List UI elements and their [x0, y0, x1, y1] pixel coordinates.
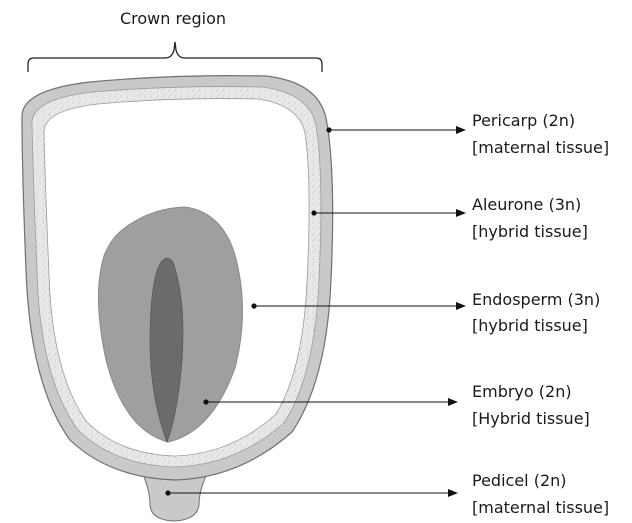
aleurone-label-line1: Aleurone (3n): [472, 195, 581, 214]
crown-region-label: Crown region: [120, 9, 226, 28]
crown-bracket: [28, 42, 322, 72]
leader-pedicel: [165, 489, 458, 497]
pericarp-label-line1: Pericarp (2n): [472, 111, 575, 130]
embryo-label-line1: Embryo (2n): [472, 382, 572, 401]
endosperm-label-line2: [hybrid tissue]: [472, 316, 588, 335]
endosperm-label-line1: Endosperm (3n): [472, 290, 600, 309]
pericarp-label-line2: [maternal tissue]: [472, 138, 609, 157]
embryo-label-line2: [Hybrid tissue]: [472, 409, 590, 428]
pedicel-label-line1: Pedicel (2n): [472, 471, 567, 490]
leader-pericarp: [326, 126, 466, 134]
pedicel-label-line2: [maternal tissue]: [472, 498, 609, 517]
leader-aleurone: [311, 209, 466, 217]
aleurone-label-line2: [hybrid tissue]: [472, 222, 588, 241]
